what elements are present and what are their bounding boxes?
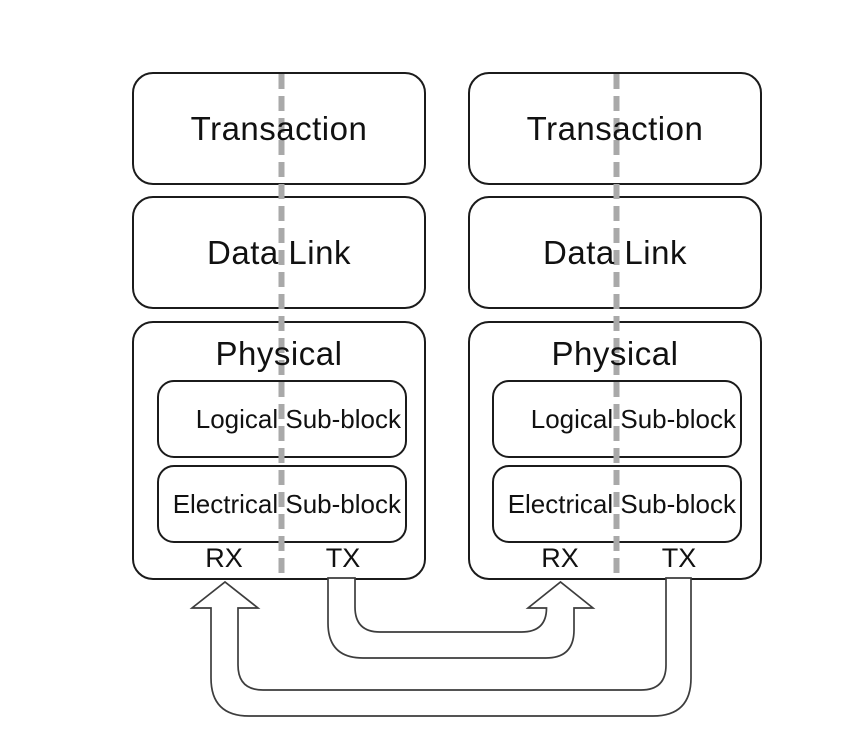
right-logical-subblock-box: Logical Sub-block — [492, 380, 742, 458]
right-physical-label: Physical — [551, 335, 679, 372]
right-logical-subblock-label: Logical Sub-block — [530, 403, 736, 434]
left-physical-label: Physical — [215, 335, 343, 372]
right-electrical-subblock-label: Electrical Sub-block — [507, 488, 736, 519]
right-tx-to-left-rx-arrow — [189, 577, 692, 717]
left-rx-port-label: RX — [205, 543, 243, 573]
right-transaction-label: Transaction — [526, 109, 704, 147]
left-transaction-label: Transaction — [190, 109, 368, 147]
right-data-link-layer-box: Data Link — [468, 196, 762, 309]
left-data-link-layer-box: Data Link — [132, 196, 426, 309]
left-electrical-subblock-label: Electrical Sub-block — [172, 488, 401, 519]
left-logical-subblock-box: Logical Sub-block — [157, 380, 407, 458]
right-physical-layer-box: Physical Logical Sub-block Electrical Su… — [468, 321, 762, 580]
left-logical-subblock-label: Logical Sub-block — [195, 403, 401, 434]
right-tx-port-label: TX — [661, 543, 697, 573]
right-data-link-label: Data Link — [543, 233, 687, 271]
right-rx-port-label: RX — [541, 543, 579, 573]
right-electrical-subblock-box: Electrical Sub-block — [492, 465, 742, 543]
left-transaction-layer-box: Transaction — [132, 72, 426, 185]
right-transaction-layer-box: Transaction — [468, 72, 762, 185]
left-physical-layer-box: Physical Logical Sub-block Electrical Su… — [132, 321, 426, 580]
left-data-link-label: Data Link — [207, 233, 351, 271]
left-electrical-subblock-box: Electrical Sub-block — [157, 465, 407, 543]
left-tx-port-label: TX — [325, 543, 361, 573]
left-tx-to-right-rx-arrow — [327, 577, 596, 659]
